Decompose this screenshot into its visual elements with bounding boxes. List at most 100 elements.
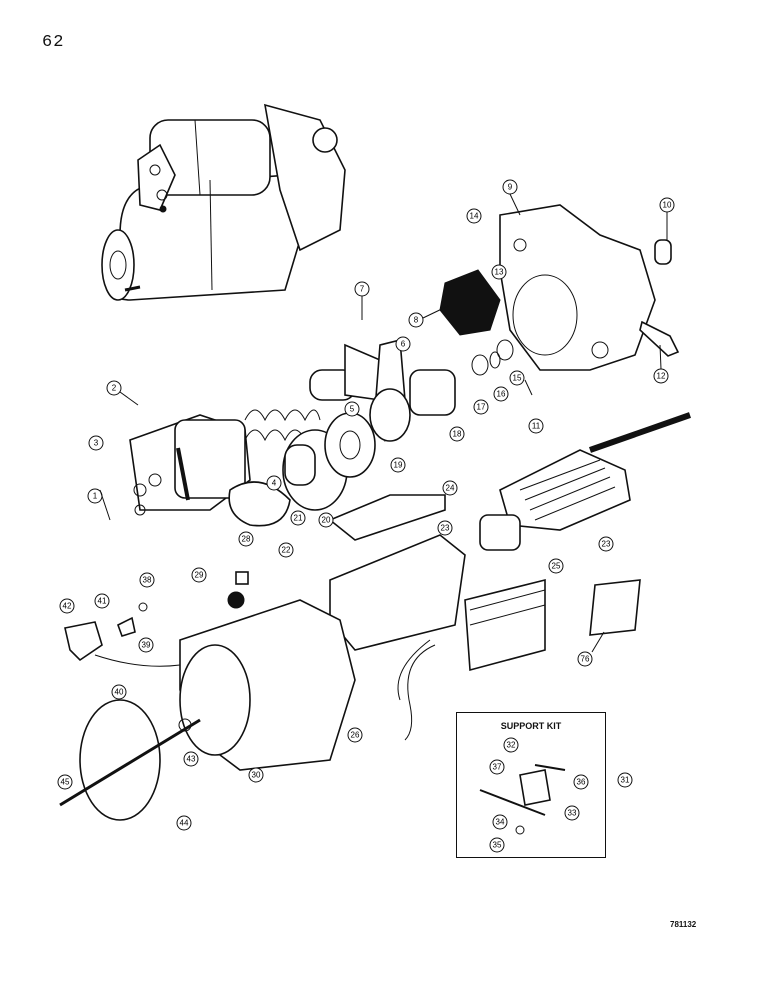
brush-holder: [329, 534, 466, 651]
callout-30: 30: [248, 767, 264, 783]
svg-text:3: 3: [94, 439, 99, 448]
callout-29: 29: [191, 567, 207, 583]
nut: [138, 602, 148, 612]
pin: [524, 379, 533, 396]
callout-9: 9: [502, 179, 518, 195]
retainer: [496, 339, 514, 361]
callout-32: 32: [503, 737, 519, 753]
field-coil: [464, 578, 546, 672]
gasket: [589, 579, 641, 636]
callout-22: 22: [278, 542, 294, 558]
callout-34: 34: [492, 814, 508, 830]
svg-text:34: 34: [496, 818, 505, 827]
drive-assembly: [369, 369, 456, 442]
brush-spring: [117, 616, 136, 637]
ring: [489, 351, 501, 369]
seal-washer: [324, 412, 376, 478]
svg-text:43: 43: [187, 755, 196, 764]
callout-31: 31: [617, 772, 633, 788]
callout-23b: 23: [598, 536, 614, 552]
svg-text:40: 40: [115, 688, 124, 697]
svg-text:26: 26: [351, 731, 360, 740]
svg-text:76: 76: [581, 655, 590, 664]
callout-14: 14: [466, 208, 482, 224]
callout-17: 17: [473, 399, 489, 415]
svg-text:42: 42: [63, 602, 72, 611]
callout-16: 16: [493, 386, 509, 402]
callout-10: 10: [659, 197, 675, 213]
assembled-starter-motor: [101, 103, 346, 301]
callout-44: 44: [176, 815, 192, 831]
screw: [235, 571, 249, 585]
callout-3: 3: [88, 435, 104, 451]
through-bolt: [59, 718, 201, 807]
svg-text:33: 33: [568, 809, 577, 818]
callout-37: 37: [489, 759, 505, 775]
svg-text:39: 39: [142, 641, 151, 650]
callout-25: 25: [548, 558, 564, 574]
callout-41: 41: [94, 593, 110, 609]
callout-6: 6: [395, 336, 411, 352]
svg-text:13: 13: [495, 268, 504, 277]
support-kit-parts: [479, 764, 566, 835]
callout-40: 40: [111, 684, 127, 700]
svg-text:32: 32: [507, 741, 516, 750]
svg-text:1: 1: [93, 492, 98, 501]
callout-15: 15: [509, 370, 525, 386]
brush: [64, 621, 103, 662]
thrust-collar: [471, 354, 489, 376]
svg-text:44: 44: [180, 819, 189, 828]
svg-text:11: 11: [532, 422, 541, 431]
callout-12: 12: [653, 368, 669, 384]
svg-text:28: 28: [242, 535, 251, 544]
plunger-housing: [344, 343, 381, 401]
svg-text:24: 24: [446, 484, 455, 493]
svg-text:14: 14: [470, 212, 479, 221]
callout-2: 2: [106, 380, 122, 396]
callout-24: 24: [442, 480, 458, 496]
figure-code: 781132: [670, 920, 697, 929]
plug: [227, 591, 245, 609]
brush-lead: [404, 644, 436, 741]
support-kit-title: SUPPORT KIT: [500, 721, 562, 731]
bolt: [639, 320, 680, 357]
callout-21: 21: [290, 510, 306, 526]
frame-end: [179, 644, 251, 756]
callout-36: 36: [573, 774, 589, 790]
callout-33: 33: [564, 805, 580, 821]
callout-23: 23: [437, 520, 453, 536]
housing-end: [228, 481, 291, 527]
drive-housing: [499, 204, 656, 371]
svg-text:37: 37: [493, 763, 502, 772]
svg-text:45: 45: [61, 778, 70, 787]
svg-text:12: 12: [657, 372, 666, 381]
svg-text:5: 5: [350, 405, 355, 414]
callout-28: 28: [238, 531, 254, 547]
svg-text:2: 2: [112, 384, 117, 393]
commutator-end-frame: [79, 699, 161, 821]
sleeve: [284, 444, 316, 486]
callout-7: 7: [354, 281, 370, 297]
svg-text:23: 23: [602, 540, 611, 549]
page-number: 62: [42, 33, 65, 52]
leader-lines: [99, 193, 668, 653]
svg-text:29: 29: [195, 571, 204, 580]
svg-text:8: 8: [414, 316, 419, 325]
svg-text:25: 25: [552, 562, 561, 571]
callout-35: 35: [489, 837, 505, 853]
svg-text:7: 7: [360, 285, 365, 294]
svg-text:23: 23: [441, 524, 450, 533]
bushing: [178, 718, 192, 732]
callout-18: 18: [449, 426, 465, 442]
callout-13: 13: [491, 264, 507, 280]
svg-text:31: 31: [621, 776, 630, 785]
svg-text:35: 35: [493, 841, 502, 850]
svg-text:6: 6: [401, 340, 406, 349]
callout-11: 11: [528, 418, 544, 434]
callout-42: 42: [59, 598, 75, 614]
svg-text:9: 9: [508, 183, 513, 192]
callout-4: 4: [266, 475, 282, 491]
svg-text:16: 16: [497, 390, 506, 399]
bushing: [654, 239, 672, 265]
